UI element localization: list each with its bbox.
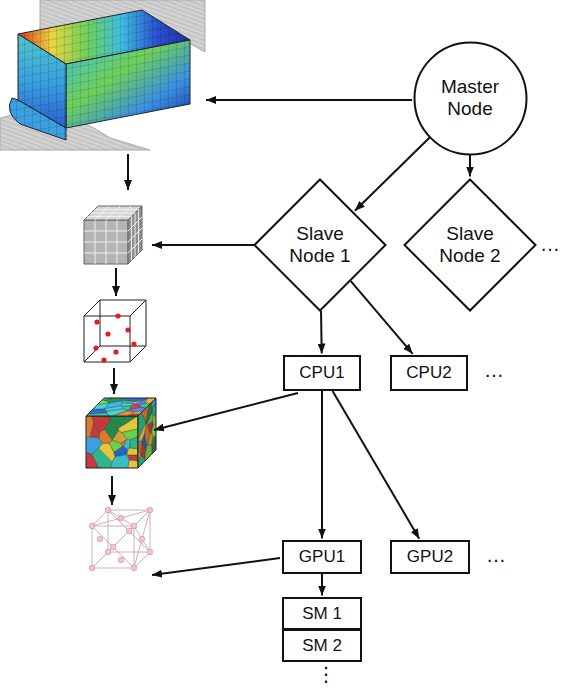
node-label: GPU2 bbox=[407, 547, 453, 567]
lattice-atom bbox=[126, 528, 132, 534]
connector-arrow bbox=[355, 138, 430, 211]
lattice-atom bbox=[118, 557, 124, 563]
integration-point bbox=[131, 341, 136, 346]
gpu-box: GPU2 bbox=[390, 540, 470, 574]
gpu-box: GPU1 bbox=[282, 540, 362, 574]
mesh-cube bbox=[84, 206, 142, 264]
lattice-atom bbox=[147, 549, 153, 555]
lattice-atom bbox=[118, 515, 124, 521]
cube-face bbox=[128, 206, 142, 264]
integration-point bbox=[101, 357, 106, 362]
lattice-atom bbox=[97, 536, 103, 542]
integration-point bbox=[93, 345, 98, 350]
lattice-atom bbox=[89, 565, 95, 571]
node-label: SM 2 bbox=[302, 636, 342, 656]
lattice-atom bbox=[105, 507, 111, 513]
lattice-atom bbox=[147, 507, 153, 513]
fcc-lattice bbox=[89, 507, 153, 571]
integration-point bbox=[105, 331, 110, 336]
master-node-circle: Master Node bbox=[413, 41, 528, 156]
grain-cube bbox=[86, 398, 156, 468]
connector-arrow bbox=[333, 391, 420, 539]
lattice-atom bbox=[110, 544, 116, 550]
node-label: Slave Node 2 bbox=[433, 223, 507, 267]
node-label: CPU2 bbox=[406, 363, 451, 383]
sm-box: SM 1 bbox=[282, 597, 362, 630]
node-label: SM 1 bbox=[302, 604, 342, 624]
integration-point bbox=[94, 319, 99, 324]
lattice-atom bbox=[105, 549, 111, 555]
node-label: Slave Node 1 bbox=[283, 223, 357, 267]
connector-arrow bbox=[321, 391, 323, 539]
vertical-ellipsis: ⋮ bbox=[316, 664, 336, 684]
connector-arrow bbox=[320, 311, 323, 354]
slave-node-diamond: Slave Node 1 bbox=[253, 178, 387, 312]
cube-illustrations bbox=[84, 206, 156, 571]
point-cube bbox=[84, 300, 146, 363]
lattice-atom bbox=[131, 565, 137, 571]
lattice-atom bbox=[139, 536, 145, 542]
slave-node-diamond: Slave Node 2 bbox=[403, 178, 537, 312]
sm-box: SM 2 bbox=[282, 629, 362, 662]
node-label: Master Node bbox=[425, 76, 515, 120]
node-label: GPU1 bbox=[299, 547, 345, 567]
connector-arrow bbox=[321, 574, 323, 596]
illustration-arrows bbox=[112, 100, 412, 575]
integration-point bbox=[125, 327, 130, 332]
cpu-box: CPU1 bbox=[283, 355, 361, 391]
lattice-atom bbox=[89, 523, 95, 529]
cube-face bbox=[84, 220, 128, 264]
connector-arrow bbox=[351, 281, 413, 354]
ellipsis: … bbox=[540, 234, 560, 254]
lattice-atom bbox=[131, 523, 137, 529]
ellipsis: … bbox=[486, 545, 506, 565]
integration-point bbox=[115, 313, 120, 318]
connector-arrow bbox=[469, 155, 471, 177]
cpu-box: CPU2 bbox=[390, 355, 468, 391]
forming-part-illustration bbox=[0, 0, 205, 150]
node-label: CPU1 bbox=[299, 363, 344, 383]
integration-point bbox=[113, 349, 118, 354]
ellipsis: … bbox=[484, 360, 504, 380]
